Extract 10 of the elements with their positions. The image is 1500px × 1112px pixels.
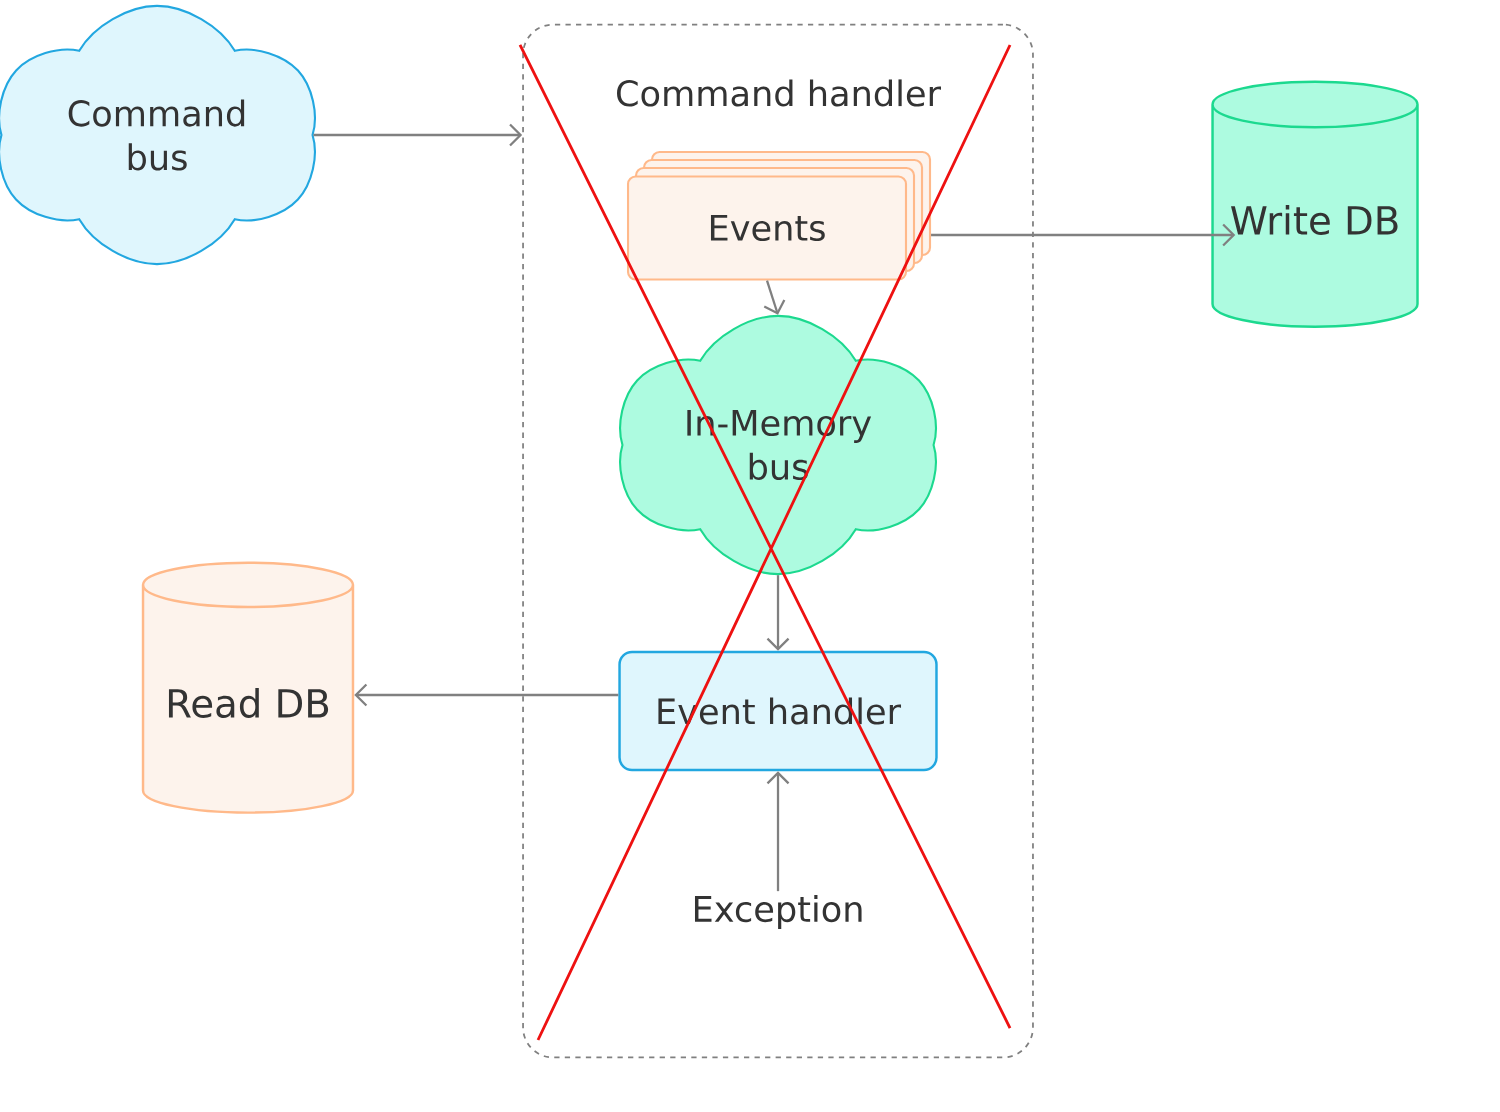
arrow (313, 123, 523, 147)
arrow (931, 223, 1236, 247)
arrow (766, 771, 790, 892)
database-cylinder: Write DB (1211, 80, 1419, 328)
arrow (766, 575, 790, 651)
arrow (763, 280, 786, 315)
arrow (354, 683, 619, 707)
database-cylinder: Read DB (141, 561, 355, 814)
stacked-boxes: Events (627, 150, 932, 281)
exception-label: Exception (695, 895, 862, 929)
